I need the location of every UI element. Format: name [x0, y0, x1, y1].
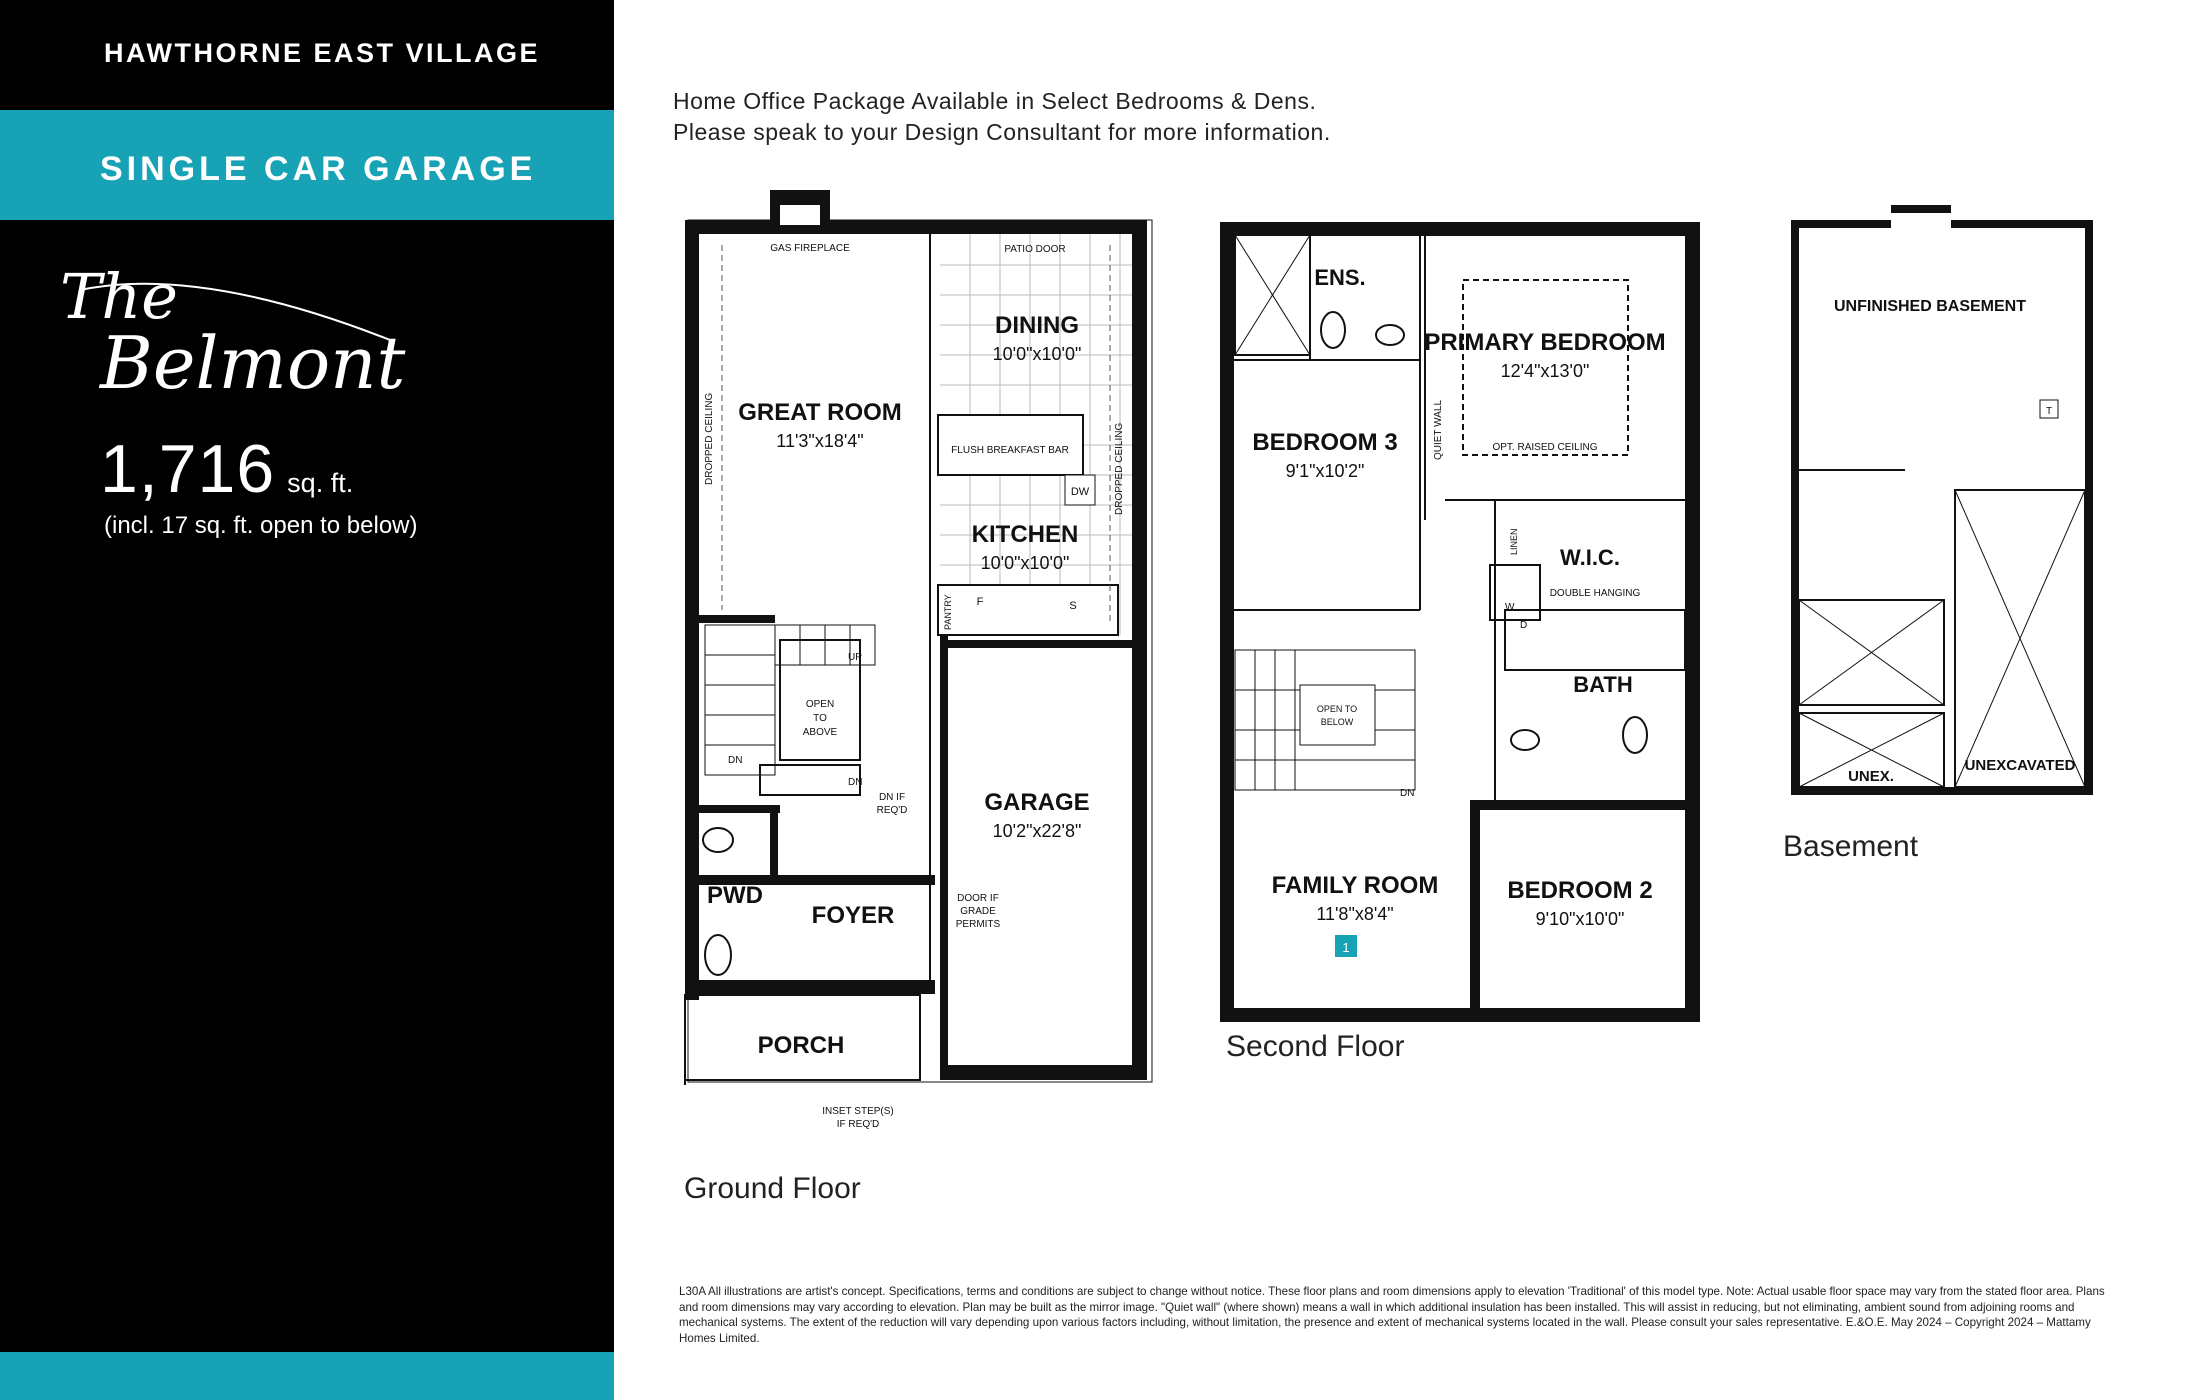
ens-label: ENS.	[1314, 265, 1365, 290]
tank-label: T	[2046, 406, 2052, 417]
bedroom3-label: BEDROOM 3	[1252, 429, 1397, 456]
pwd-label: PWD	[707, 882, 763, 909]
model-name-logo: The Belmont	[60, 260, 407, 405]
unexcavated-label: UNEXCAVATED	[1965, 757, 2076, 774]
sqft-value: 1,716	[100, 431, 276, 507]
quiet-wall-label: QUIET WALL	[1433, 400, 1444, 460]
dropped-ceiling-left: DROPPED CEILING	[704, 393, 715, 485]
open-above-3: ABOVE	[803, 727, 838, 738]
dn-if-reqd-2: REQ'D	[877, 805, 908, 816]
open-below-2: BELOW	[1321, 717, 1354, 727]
basement-caption: Basement	[1783, 830, 1919, 863]
legal-disclaimer: L30A All illustrations are artist's conc…	[679, 1285, 2105, 1345]
open-below-1: OPEN TO	[1317, 704, 1357, 714]
bedroom2-dim: 9'10"x10'0"	[1536, 909, 1625, 929]
dining-label: DINING	[995, 312, 1079, 339]
second-floor-plan: ENS. PRIMARY BEDROOM 12'4"x13'0" OPT. RA…	[1220, 222, 1700, 1022]
kitchen-dim: 10'0"x10'0"	[981, 553, 1070, 573]
promo-line-1: Home Office Package Available in Select …	[673, 88, 1317, 114]
great-room-label: GREAT ROOM	[738, 399, 902, 426]
door-if-3: PERMITS	[956, 919, 1001, 930]
elevation-badge: 1	[1342, 940, 1349, 955]
dw-label: DW	[1071, 486, 1090, 498]
dn-if-reqd-1: DN IF	[879, 792, 905, 803]
linen-label: LINEN	[1509, 528, 1519, 555]
second-floor-caption: Second Floor	[1226, 1030, 1405, 1063]
primary-bedroom-label: PRIMARY BEDROOM	[1424, 329, 1665, 356]
dining-dim: 10'0"x10'0"	[993, 344, 1082, 364]
stair-up-label: UP	[848, 652, 862, 663]
stair-dn-label-2: DN	[848, 777, 862, 788]
sqft-unit: sq. ft.	[287, 468, 354, 498]
garage-room-label: GARAGE	[984, 789, 1089, 816]
kitchen-label: KITCHEN	[972, 521, 1079, 548]
double-hanging-label: DOUBLE HANGING	[1550, 588, 1641, 599]
sqft-note: (incl. 17 sq. ft. open to below)	[104, 512, 418, 539]
model-name-line2: Belmont	[98, 321, 407, 405]
promo-line-2: Please speak to your Design Consultant f…	[673, 119, 1331, 145]
family-room-label: FAMILY ROOM	[1272, 872, 1439, 899]
foyer-label: FOYER	[812, 902, 895, 929]
breakfast-bar-label: FLUSH BREAKFAST BAR	[951, 445, 1069, 456]
porch-label: PORCH	[758, 1032, 845, 1059]
basement-plan: UNFINISHED BASEMENT UNEX. UNEXCAVATED T	[1791, 205, 2093, 795]
pantry-label: PANTRY	[943, 594, 953, 630]
fridge-label: F	[977, 596, 984, 608]
garage-dim: 10'2"x22'8"	[993, 821, 1082, 841]
wic-label: W.I.C.	[1560, 545, 1620, 570]
bottom-accent-bar	[0, 1352, 614, 1400]
promo-text: Home Office Package Available in Select …	[673, 86, 1331, 148]
dropped-ceiling-right: DROPPED CEILING	[1114, 423, 1125, 515]
door-if-2: GRADE	[960, 906, 996, 917]
door-if-1: DOOR IF	[957, 893, 999, 904]
bedroom3-dim: 9'1"x10'2"	[1286, 461, 1365, 481]
washer-label: W	[1505, 602, 1515, 613]
ground-floor-caption: Ground Floor	[684, 1172, 861, 1205]
community-name: HAWTHORNE EAST VILLAGE	[104, 38, 541, 68]
square-footage: 1,716 sq. ft.	[100, 430, 353, 508]
garage-band	[0, 110, 614, 220]
stair-dn-label-1: DN	[728, 755, 742, 766]
ground-floor-plan: GAS FIREPLACE PATIO DOOR DINING 10'0"x10…	[684, 190, 1153, 1130]
bath-label: BATH	[1573, 672, 1632, 697]
inset-steps-2: IF REQ'D	[837, 1119, 879, 1130]
patio-door-label: PATIO DOOR	[1004, 244, 1065, 255]
stair-dn-label: DN	[1400, 788, 1414, 799]
family-room-dim: 11'8"x8'4"	[1316, 904, 1393, 924]
open-above-2: TO	[813, 713, 827, 724]
great-room-dim: 11'3"x18'4"	[776, 431, 863, 451]
stove-label: S	[1069, 600, 1076, 612]
unex-label: UNEX.	[1848, 768, 1894, 785]
model-name-line1: The	[60, 260, 178, 333]
opt-raised-ceiling: OPT. RAISED CEILING	[1492, 442, 1597, 453]
unfinished-basement-label: UNFINISHED BASEMENT	[1834, 298, 2026, 315]
gas-fireplace-label: GAS FIREPLACE	[770, 243, 850, 254]
sidebar: HAWTHORNE EAST VILLAGE SINGLE CAR GARAGE…	[0, 0, 614, 1400]
inset-steps-1: INSET STEP(S)	[822, 1106, 894, 1117]
primary-bedroom-dim: 12'4"x13'0"	[1501, 361, 1590, 381]
open-above-1: OPEN	[806, 699, 834, 710]
bedroom2-label: BEDROOM 2	[1507, 877, 1652, 904]
dryer-label: D	[1520, 620, 1527, 631]
garage-type: SINGLE CAR GARAGE	[100, 150, 537, 188]
